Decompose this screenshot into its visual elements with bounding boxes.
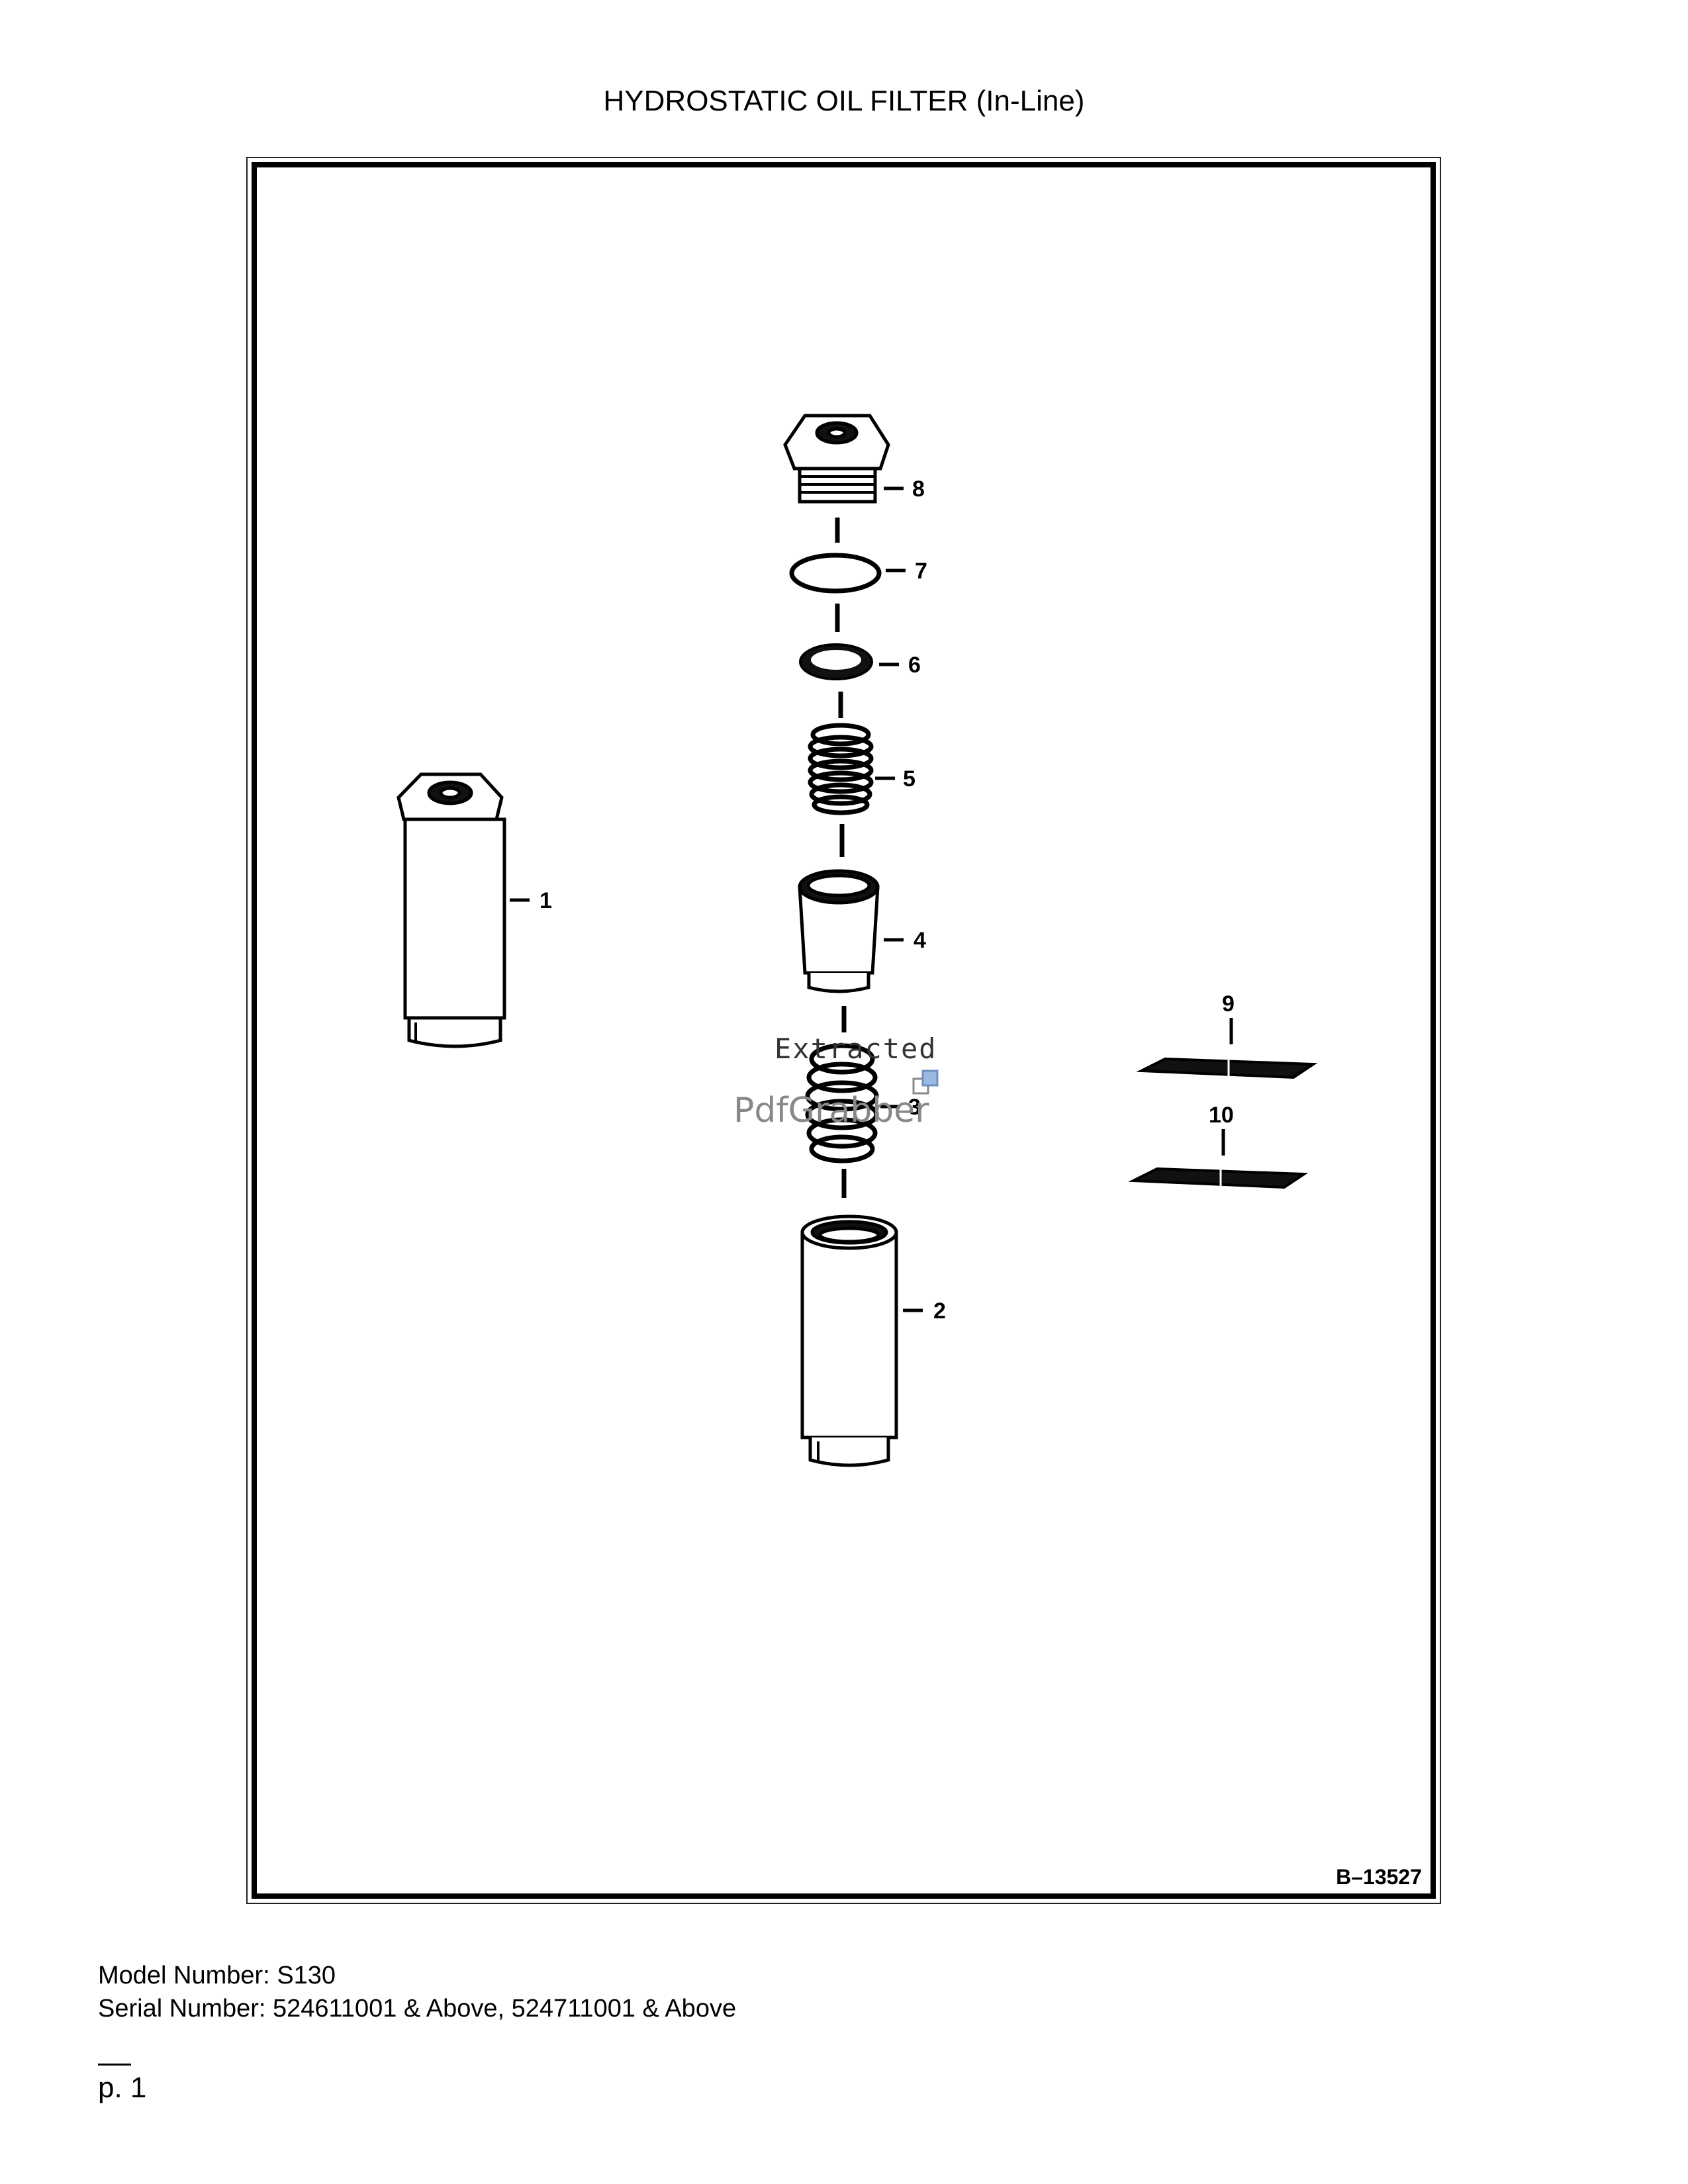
watermark-extracted-text: Extracted xyxy=(774,1032,937,1065)
part-3-spring xyxy=(805,1043,879,1163)
callout-5: 5 xyxy=(903,766,915,792)
diagram-frame xyxy=(252,162,1436,1899)
callout-7: 7 xyxy=(915,559,927,584)
callout-10: 10 xyxy=(1209,1103,1234,1128)
part-9-decal xyxy=(1136,1018,1318,1079)
callout-4: 4 xyxy=(914,928,926,953)
callout-9: 9 xyxy=(1222,991,1235,1017)
callout-8: 8 xyxy=(912,477,925,502)
callout-3: 3 xyxy=(908,1095,921,1120)
watermark-brand-text: PdfGrabber xyxy=(733,1091,929,1130)
page-number-rule xyxy=(98,2064,131,2066)
part-4-valve-cup xyxy=(798,869,880,993)
diagram-frame-outer xyxy=(246,157,1441,1904)
part-5-spring xyxy=(808,723,874,815)
part-1-filter-assembly xyxy=(397,772,506,1048)
part-2-filter-bowl xyxy=(800,1214,898,1467)
part-8-hex-plug xyxy=(783,414,890,504)
footer-info: Model Number: S130 Serial Number: 524611… xyxy=(98,1959,736,2025)
diagram-reference-code: B–13527 xyxy=(1336,1865,1422,1889)
callout-2: 2 xyxy=(933,1298,946,1324)
callout-1: 1 xyxy=(539,888,552,913)
watermark-icon xyxy=(912,1069,939,1095)
part-10-decal xyxy=(1128,1129,1309,1189)
page-title: HYDROSTATIC OIL FILTER (In-Line) xyxy=(603,85,1085,117)
callout-6: 6 xyxy=(908,653,921,678)
page-number: p. 1 xyxy=(98,2071,147,2104)
part-7-o-ring xyxy=(789,553,882,594)
serial-number: Serial Number: 524611001 & Above, 524711… xyxy=(98,1995,737,2023)
part-6-washer xyxy=(799,643,873,680)
model-number: Model Number: S130 xyxy=(98,1962,336,1989)
